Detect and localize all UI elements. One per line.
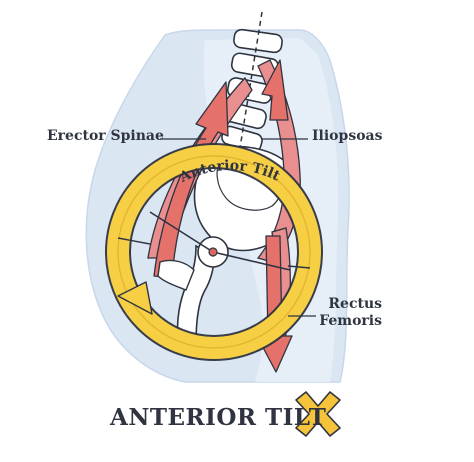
label-erector-spinae: Erector Spinae bbox=[47, 128, 164, 144]
label-iliopsoas: Iliopsoas bbox=[312, 128, 383, 144]
label-rectus-line1: Rectus bbox=[328, 296, 382, 312]
label-rectus-femoris: Rectus Femoris bbox=[318, 296, 382, 330]
pivot-point bbox=[208, 247, 218, 257]
label-rectus-line2: Femoris bbox=[319, 313, 382, 329]
ring-arrowhead bbox=[117, 281, 153, 315]
iliopsoas-arrow bbox=[261, 59, 289, 121]
greater-trochanter bbox=[157, 259, 195, 291]
diagram-title: ANTERIOR TILT bbox=[110, 404, 327, 431]
tilt-line-lower bbox=[212, 251, 291, 271]
cross-mark-icon bbox=[295, 391, 341, 437]
tilt-ring bbox=[105, 143, 323, 361]
tilt-line-upper bbox=[149, 211, 214, 253]
